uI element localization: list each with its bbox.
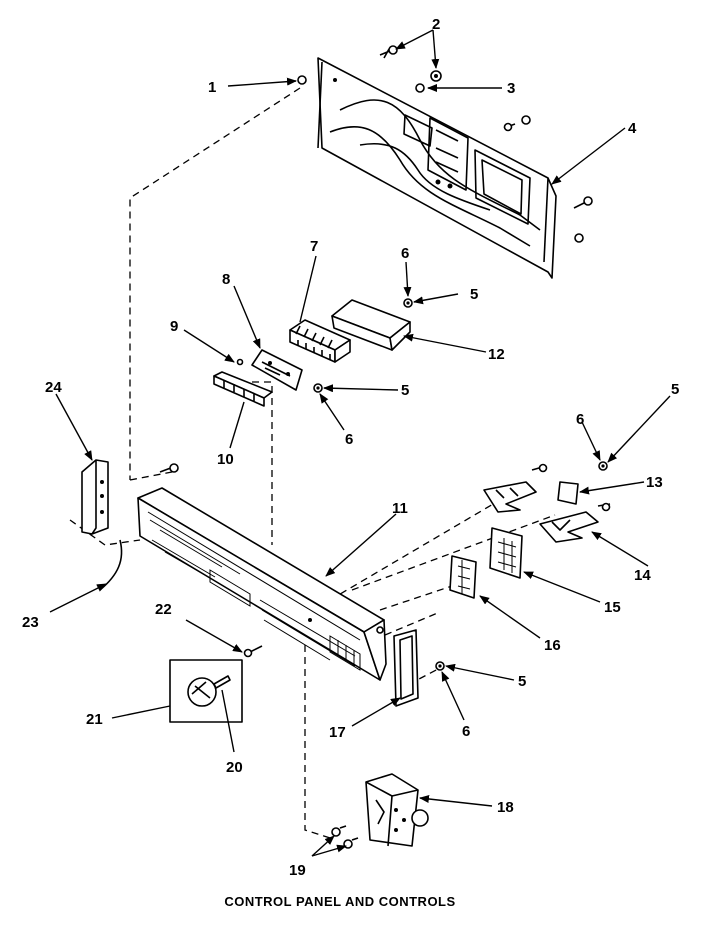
callout-20: 20 [226,759,243,776]
timer-module [365,773,429,847]
control-panel [137,487,387,681]
callout-2: 2 [432,16,440,33]
callout-14: 14 [634,567,651,584]
back-panel [317,57,557,279]
callout-7: 7 [310,238,318,255]
pushbutton-strip [213,371,273,407]
knob-assembly [169,659,243,723]
callout-labels: 1 2 3 4 5 5 5 5 6 6 6 6 7 8 9 10 11 12 1… [22,16,679,879]
callout-6-c: 6 [576,411,584,428]
side-bracket [81,459,179,535]
callout-16: 16 [544,637,561,654]
callout-5-c: 5 [671,381,679,398]
display-board [489,527,523,579]
cover-plate [331,299,411,351]
callout-11: 11 [392,500,408,517]
callout-23: 23 [22,614,39,631]
back-panel-fasteners [297,45,593,243]
block-fasteners [313,298,608,671]
callout-6-b: 6 [345,431,353,448]
callout-8: 8 [222,271,230,288]
callout-22: 22 [155,601,172,618]
callout-3: 3 [507,80,515,97]
callout-13: 13 [646,474,663,491]
diagram-caption: CONTROL PANEL AND CONTROLS [224,894,455,909]
timer-studs [331,825,359,849]
callout-5-a: 5 [470,286,478,303]
switch-brackets [483,463,611,543]
callout-10: 10 [217,451,234,468]
callout-5-b: 5 [401,382,409,399]
callout-5-d: 5 [518,673,526,690]
callout-19: 19 [289,862,306,879]
switch-block [289,319,351,363]
callout-1: 1 [208,79,216,96]
callout-9: 9 [170,318,178,335]
panel-screw [243,645,263,658]
leader-lines [49,29,671,857]
callout-6-d: 6 [462,723,470,740]
window-frame [393,629,419,707]
callout-6-a: 6 [401,245,409,262]
callout-15: 15 [604,599,621,616]
callout-21: 21 [86,711,103,728]
keypad [449,555,477,599]
callout-4: 4 [628,120,637,137]
callout-12: 12 [488,346,505,363]
mounting-bracket [236,349,303,391]
callout-24: 24 [45,379,62,396]
callout-17: 17 [329,724,346,741]
assembly-guide-lines [69,87,556,839]
ground-wire [99,539,123,591]
callout-18: 18 [497,799,514,816]
